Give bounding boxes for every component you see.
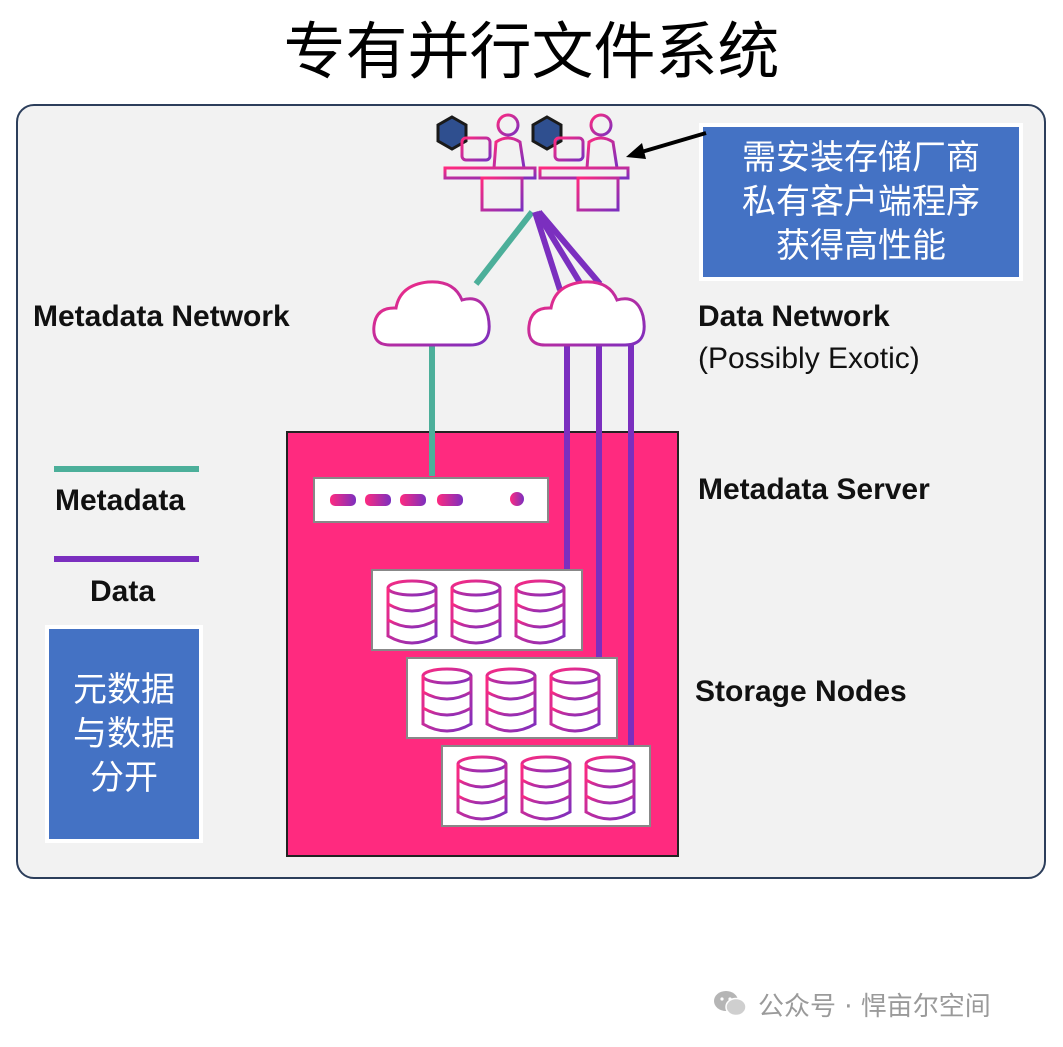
storage-nodes-label: Storage Nodes: [695, 675, 907, 708]
callout-line: 分开: [90, 758, 158, 798]
metadata-server-label: Metadata Server: [698, 473, 930, 506]
disk-stack-icons: [386, 579, 636, 821]
callout-line: 获得高性能: [776, 226, 946, 266]
disk-icon: [450, 579, 502, 645]
metadata-network-label: Metadata Network: [33, 300, 290, 333]
disk-icon: [549, 667, 601, 733]
data-network-cloud-icon: [527, 280, 646, 347]
legend-metadata-swatch: [54, 466, 199, 472]
page-title: 专有并行文件系统: [283, 15, 780, 88]
disk-icon: [456, 755, 508, 821]
callout-line: 元数据: [73, 670, 175, 710]
callout-line: 需安装存储厂商: [742, 138, 980, 178]
wechat-icon: [714, 991, 747, 1017]
callout-arrow-icon: [626, 131, 707, 159]
data-network-sublabel: (Possibly Exotic): [698, 342, 920, 375]
disk-icon: [421, 667, 473, 733]
callout-line: 与数据: [73, 714, 175, 754]
watermark: 公众号 · 悍亩尔空间: [712, 984, 991, 1024]
legend-metadata-label: Metadata: [55, 484, 186, 517]
disk-icon: [584, 755, 636, 821]
legend-data-swatch: [54, 556, 199, 562]
disk-icon: [485, 667, 537, 733]
client-callout: 需安装存储厂商 私有客户端程序 获得高性能: [699, 123, 1023, 281]
disk-icon: [514, 579, 566, 645]
client-workstation-icon: [436, 113, 537, 212]
metadata-network-cloud-icon: [372, 280, 491, 347]
watermark-text: 公众号 · 悍亩尔空间: [758, 991, 991, 1022]
disk-icon: [520, 755, 572, 821]
legend-data-label: Data: [90, 575, 156, 608]
client-workstation-icon: [531, 113, 630, 212]
disk-icon: [386, 579, 438, 645]
data-network-label: Data Network: [698, 300, 890, 333]
callout-line: 私有客户端程序: [742, 182, 980, 222]
separation-callout: 元数据 与数据 分开: [45, 625, 203, 843]
